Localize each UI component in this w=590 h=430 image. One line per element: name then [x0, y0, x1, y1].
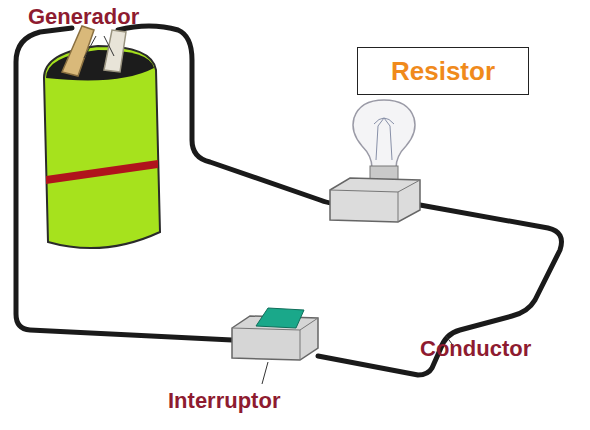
leader-line — [262, 362, 268, 384]
wire — [16, 28, 232, 340]
leader-line — [84, 36, 96, 58]
battery-stripe — [46, 160, 158, 184]
part-label: Interruptor — [168, 388, 280, 414]
wire — [16, 26, 562, 375]
node-text: Resistor — [381, 56, 505, 87]
battery-terminal — [62, 26, 94, 76]
battery-top — [46, 50, 154, 80]
wire — [318, 205, 562, 375]
bulb-socket — [370, 166, 398, 180]
battery-body — [44, 46, 160, 248]
leader-line — [104, 36, 114, 56]
switch-symbol — [232, 308, 318, 384]
resistor-label-box: Resistor — [357, 47, 529, 95]
bulb-filament — [376, 118, 392, 160]
bulb-filament — [374, 118, 394, 124]
part-label: Generador — [28, 4, 139, 30]
bulb-resistor — [330, 100, 420, 222]
bulb-base — [330, 178, 420, 222]
battery-generator — [44, 26, 160, 248]
bulb-glass — [353, 100, 415, 168]
battery-terminal — [104, 30, 126, 72]
switch-rocker — [256, 308, 304, 328]
part-label: Conductor — [420, 336, 531, 362]
bulb-base-edge — [330, 180, 420, 222]
